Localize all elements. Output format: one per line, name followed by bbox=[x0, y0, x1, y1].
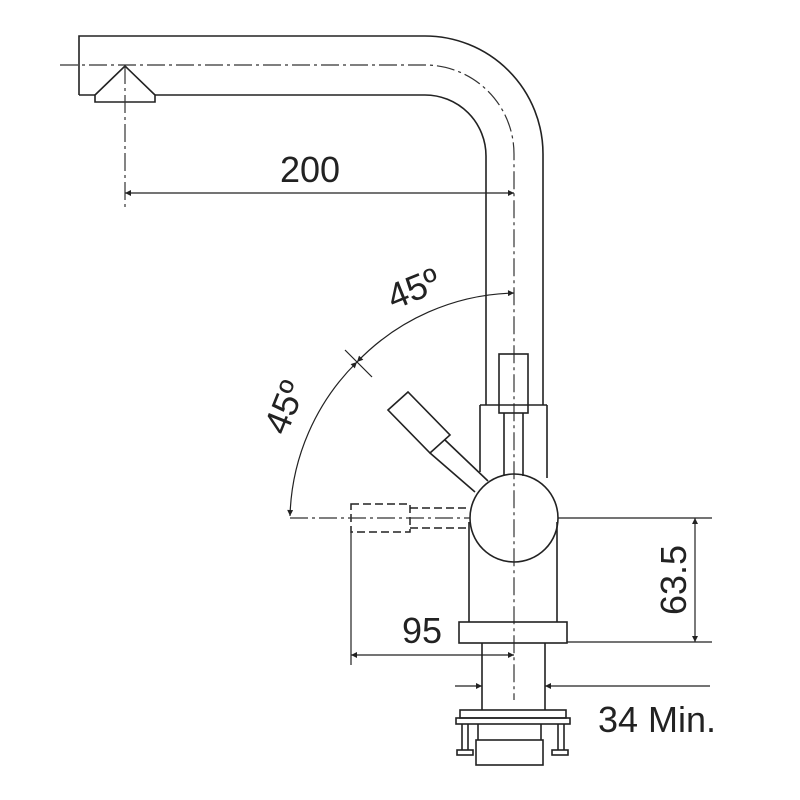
dimension-34-min: 34 Min. bbox=[455, 683, 716, 740]
dimension-95: 95 bbox=[350, 532, 514, 665]
aerator-nozzle bbox=[94, 64, 156, 103]
angle-lower-label: 45º bbox=[255, 375, 313, 440]
dim-34-min-label: 34 Min. bbox=[598, 699, 716, 740]
lever-angled bbox=[386, 390, 452, 455]
spout bbox=[60, 35, 544, 700]
faucet-body bbox=[290, 353, 712, 622]
dimension-angles: 45º 45º bbox=[255, 259, 515, 517]
dimension-63-5: 63.5 bbox=[567, 518, 712, 643]
dim-200-label: 200 bbox=[280, 149, 340, 190]
dim-95-label: 95 bbox=[402, 610, 442, 651]
dim-63-5-label: 63.5 bbox=[653, 545, 694, 615]
dimension-200: 200 bbox=[125, 149, 514, 196]
mounting-base bbox=[455, 621, 571, 766]
